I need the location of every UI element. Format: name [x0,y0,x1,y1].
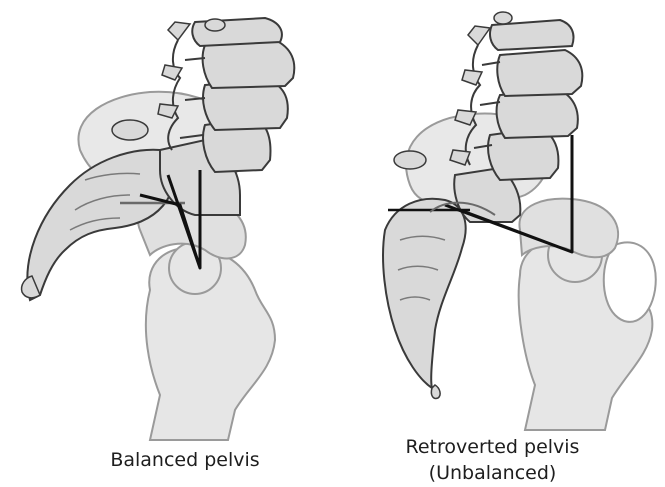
retroverted-pelvis-caption-line2: (Unbalanced) [340,460,645,486]
retroverted-pelvis-caption: Retroverted pelvis (Unbalanced) [340,434,645,486]
left-facet-2 [112,120,148,140]
retroverted-pelvis-caption-line1: Retroverted pelvis [340,434,645,460]
right-obturator [604,242,656,321]
right-vertebra-l2 [497,50,582,96]
right-facet [494,12,512,24]
left-facet [205,19,225,31]
left-vertebra-l2 [203,40,295,88]
balanced-pelvis-caption: Balanced pelvis [40,447,330,473]
right-sacrum [383,199,466,388]
right-vertebra-l3 [497,90,578,138]
right-acetabulum [519,199,618,258]
retroverted-pelvis-illustration [383,12,656,430]
balanced-pelvis-illustration [22,18,295,440]
right-facet-2 [394,151,426,169]
right-coccyx [431,385,440,398]
